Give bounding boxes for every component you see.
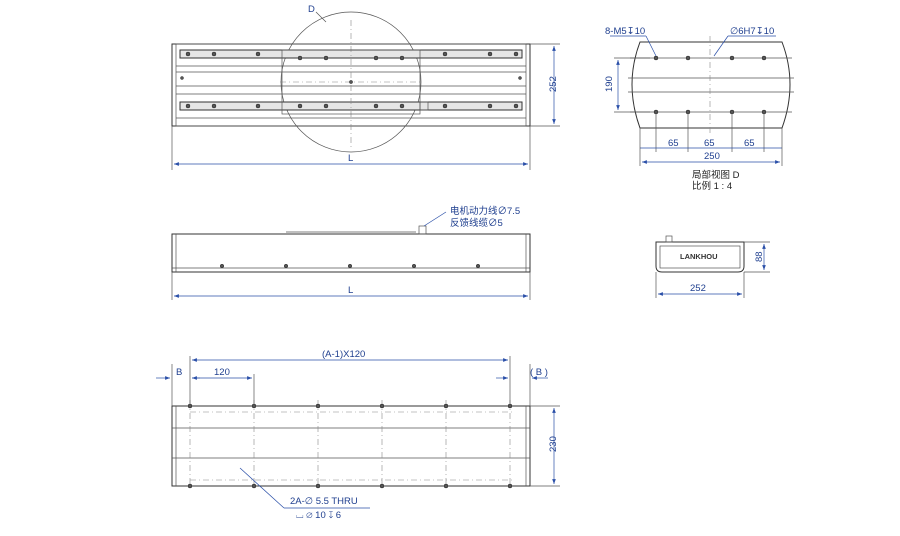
side-length-label: L	[348, 285, 353, 296]
b-right-label: ( B )	[530, 367, 548, 378]
b-left-label: B	[176, 367, 182, 378]
cable-note-power: 电机动力线∅7.5	[450, 205, 520, 217]
detail-width-label: 250	[704, 151, 720, 162]
cable-note-feedback: 反馈线缆∅5	[450, 217, 503, 229]
top-view: D	[171, 4, 560, 170]
detail-view-d: 8-M5↧10 ∅6H7↧10 190 65 65 65 250 局部视图 D …	[604, 26, 794, 192]
end-height-label: 88	[754, 251, 765, 262]
end-connector	[665, 235, 673, 243]
top-height-label: 252	[548, 76, 559, 92]
detail-caption-2: 比例 1 : 4	[692, 180, 732, 192]
top-length-label: L	[348, 153, 353, 164]
bottom-hole-centerlines	[189, 400, 511, 490]
hole-note-counterbore: ⌴ ∅ 10 ↧ 6	[296, 510, 341, 521]
pitch-label: (A-1)X120	[322, 349, 365, 360]
carriage-outline	[281, 49, 421, 115]
detail-caption-1: 局部视图 D	[692, 169, 740, 181]
brand-logo: LANKHOU	[680, 252, 718, 261]
bottom-mounting-holes	[187, 403, 513, 489]
detail-label-d: D	[308, 4, 315, 15]
detail-dim-3: 65	[744, 138, 755, 149]
first-pitch-label: 120	[214, 367, 230, 378]
rail-holes	[180, 51, 522, 109]
detail-height-label: 190	[604, 76, 615, 92]
side-holes	[219, 263, 481, 269]
bottom-view: (A-1)X120 120 B ( B ) 230 2A-∅ 5.5 THRU …	[156, 349, 560, 521]
detail-thread-label: 8-M5↧10	[605, 26, 645, 37]
hole-note-thru: 2A-∅ 5.5 THRU	[290, 496, 358, 507]
end-view: LANKHOU 88 252	[655, 235, 770, 298]
detail-dim-2: 65	[704, 138, 715, 149]
end-outline	[655, 241, 745, 273]
detail-dim-1: 65	[668, 138, 679, 149]
cable-connector	[418, 225, 427, 235]
detail-pin-label: ∅6H7↧10	[730, 26, 774, 37]
bottom-height-label: 230	[548, 436, 559, 452]
stage-side-body	[171, 233, 531, 273]
end-width-label: 252	[690, 283, 706, 294]
side-view: 电机动力线∅7.5 反馈线缆∅5 L	[171, 205, 531, 300]
stage-bottom-body	[171, 405, 531, 487]
